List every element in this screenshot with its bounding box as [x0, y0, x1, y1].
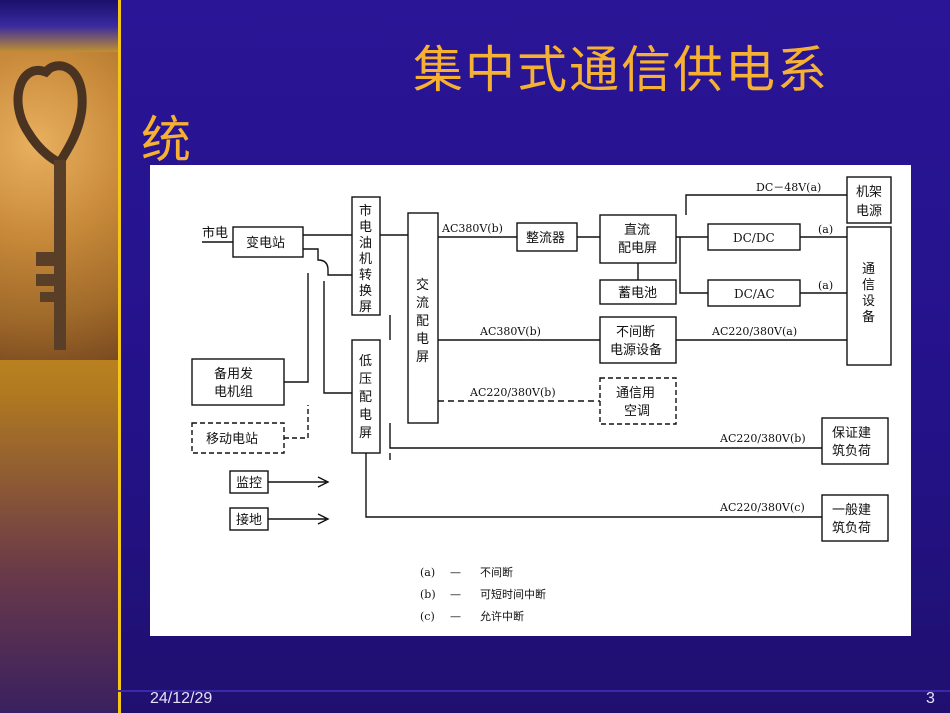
mains-oil-switch-char: 市: [359, 203, 372, 219]
guaranteed-load-label-2: 筑负荷: [832, 443, 871, 459]
ac-panel-box: [407, 212, 439, 424]
battery-label: 蓄电池: [618, 286, 657, 301]
comm-ac-label-1: 通信用: [616, 386, 655, 401]
dc48-label: DC－48V(a): [756, 181, 821, 194]
ac-panel-char: 屏: [416, 350, 429, 365]
guaranteed-load-label-1: 保证建: [832, 426, 871, 441]
comm-equipment-char: 信: [862, 278, 875, 293]
mains-oil-switch-char: 屏: [359, 300, 372, 315]
rectifier-label: 整流器: [526, 231, 565, 246]
legend-key: (a): [420, 566, 435, 579]
ac-panel-char: 交: [416, 277, 429, 293]
guaranteed-load-box: [821, 417, 889, 465]
power-system-diagram: 市电 变电站 市 电 油 机 转 换 屏 低 压 配 电 屏 交 流 配 电 屏…: [150, 165, 911, 636]
ac380-b-label-1: AC380V(b): [441, 222, 503, 235]
comm-equipment-char: 通: [862, 262, 875, 277]
footer-date: 24/12/29: [150, 690, 213, 707]
mains-oil-switch-label: 市 电 油 机 转 换 屏: [359, 203, 372, 315]
comm-equipment-box: [846, 226, 892, 366]
ac-panel-char: 流: [416, 296, 429, 311]
comm-equipment-char: 备: [862, 309, 875, 325]
legend-dash: —: [450, 566, 461, 579]
legend-text: 不间断: [480, 565, 513, 579]
slide-title-line1: 集中式通信供电系: [413, 41, 829, 99]
mains-oil-switch-char: 机: [359, 252, 372, 267]
legend-dash: —: [450, 588, 461, 601]
mains-oil-switch-char: 换: [359, 284, 372, 299]
grounding-label: 接地: [236, 512, 262, 528]
low-voltage-panel-char: 电: [359, 408, 372, 423]
legend-text: 可短时间中断: [480, 587, 546, 601]
mains-oil-switch-char: 转: [359, 268, 372, 283]
ac380-b-label-2: AC380V(b): [479, 325, 541, 338]
ac-panel-label: 交 流 配 电 屏: [416, 277, 429, 365]
low-voltage-panel-char: 压: [359, 372, 372, 387]
low-voltage-panel-label: 低 压 配 电 屏: [359, 354, 372, 441]
mobile-station-label: 移动电站: [206, 432, 258, 447]
ups-label-1: 不间断: [616, 325, 655, 340]
low-voltage-panel-char: 低: [359, 354, 372, 369]
ac-panel-char: 电: [416, 332, 429, 347]
comm-ac-label-2: 空调: [624, 404, 650, 419]
mains-oil-switch-char: 电: [359, 220, 372, 235]
rack-power-label-1: 机架: [856, 185, 882, 200]
monitor-label: 监控: [236, 476, 262, 491]
ac220-c-label: AC220/380V(c): [719, 501, 805, 514]
left-band-top-gradient: [0, 0, 118, 52]
comm-equipment-char: 设: [862, 294, 875, 309]
legend: (a) — 不间断 (b) — 可短时间中断 (c) — 允许中断: [420, 565, 546, 623]
ac220-b-load-label: AC220/380V(b): [719, 432, 806, 445]
dcac-label: DC/AC: [734, 287, 775, 301]
backup-gen-label-2: 电机组: [214, 385, 253, 400]
slide-title-line2: 统: [141, 111, 191, 169]
dcdc-label: DC/DC: [733, 231, 775, 245]
comm-equipment-label: 通 信 设 备: [862, 262, 875, 325]
legend-text: 允许中断: [480, 609, 524, 623]
ac-panel-char: 配: [416, 314, 429, 329]
dc-panel-label-2: 配电屏: [618, 241, 657, 256]
legend-key: (c): [420, 610, 435, 623]
key-photo: [0, 52, 118, 360]
key-icon: [13, 61, 87, 350]
a-label-1: (a): [818, 223, 833, 236]
dc-panel-label-1: 直流: [624, 223, 650, 238]
a-label-2: (a): [818, 279, 833, 292]
low-voltage-panel-char: 配: [359, 390, 372, 405]
ac220-a-label: AC220/380V(a): [711, 325, 797, 338]
general-load-label-2: 筑负荷: [832, 520, 871, 536]
substation-label: 变电站: [246, 235, 285, 251]
legend-dash: —: [450, 610, 461, 623]
backup-gen-label-1: 备用发: [214, 366, 253, 382]
ac220-b-aircon-label: AC220/380V(b): [469, 386, 556, 399]
legend-key: (b): [420, 588, 436, 601]
general-load-box: [821, 494, 889, 542]
footer-rule: [118, 690, 950, 692]
city-power-label: 市电: [202, 225, 228, 241]
general-load-label-1: 一般建: [832, 502, 871, 518]
rack-power-label-2: 电源: [856, 204, 882, 219]
mains-oil-switch-box: [351, 196, 381, 316]
page-number: 3: [926, 690, 935, 707]
rack-power-box: [846, 176, 892, 224]
low-voltage-panel-char: 屏: [359, 426, 372, 441]
vertical-divider: [118, 0, 121, 713]
ups-label-2: 电源设备: [610, 342, 662, 358]
mains-oil-switch-char: 油: [359, 236, 372, 251]
